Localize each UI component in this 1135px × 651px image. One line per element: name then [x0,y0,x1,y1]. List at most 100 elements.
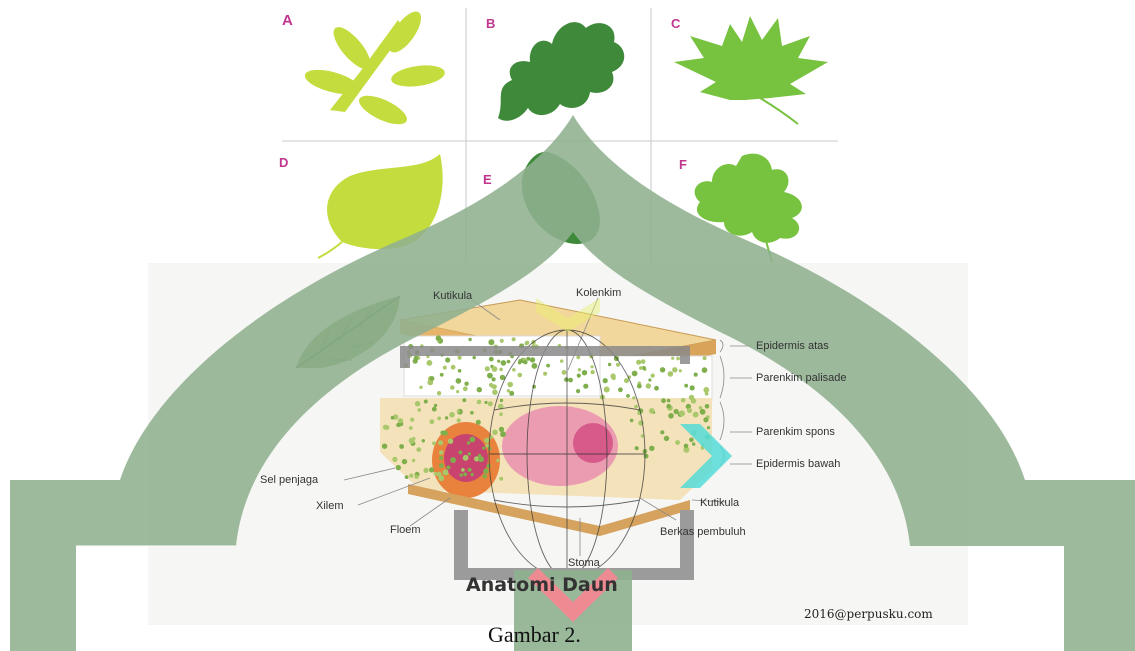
cell-dot [671,357,674,360]
cell-dot [429,467,434,472]
cell-dot [437,391,441,395]
cell-dot [409,474,413,478]
cell-dot [477,400,482,405]
cell-dot [518,373,523,378]
cell-dot [679,369,682,372]
cell-dot [483,468,488,473]
cell-dot [391,416,395,420]
cell-dot [462,398,466,402]
label-kolenkim: Kolenkim [576,287,621,299]
leaf-letter-c: C [671,16,680,31]
cell-dot [427,360,433,366]
cell-dot [409,438,415,444]
label-kutikula-top: Kutikula [433,290,472,302]
cell-dot [603,378,608,383]
label-parenkim-palisade: Parenkim palisade [756,372,847,384]
cell-dot [649,408,655,414]
cell-dot [705,404,710,409]
cell-dot [424,400,428,404]
cell-dot [651,374,655,378]
cell-dot [646,383,651,388]
cell-dot [399,444,404,449]
cell-dot [436,335,442,341]
cell-dot [660,367,665,372]
cell-dot [518,361,521,364]
cell-dot [496,459,499,462]
cell-dot [532,363,538,369]
cell-dot [467,441,470,444]
cell-dot [691,398,696,403]
cell-dot [687,408,692,413]
cell-dot [482,447,485,450]
cell-dot [488,401,493,406]
copyright-text: 2016@perpusku.com [804,607,933,621]
label-kutikula-bottom: Kutikula [700,497,739,509]
cell-dot [499,427,504,432]
cell-dot [632,396,635,399]
cell-dot [692,442,695,445]
label-stoma: Stoma [568,557,600,569]
cell-dot [468,452,471,455]
cell-dot [416,447,421,452]
cell-dot [476,420,481,425]
cell-dot [699,406,703,410]
cell-dot [499,368,503,372]
cell-dot [392,457,397,462]
grey-bracket-right [680,510,694,580]
cell-dot [445,357,450,362]
cell-dot [693,412,699,418]
cell-dot [422,439,425,442]
cell-dot [634,405,638,409]
cell-dot [456,390,459,393]
cell-dot [471,473,474,476]
cell-dot [703,417,708,422]
cell-dot [637,384,642,389]
cell-dot [664,436,669,441]
cell-dot [578,368,581,371]
cell-dot [674,409,679,414]
cell-dot [448,439,453,444]
leaf-a-image [302,7,446,130]
cell-dot [488,447,492,451]
cell-dot [473,356,476,359]
cell-dot [456,378,462,384]
label-xilem: Xilem [316,500,344,512]
cell-dot [414,475,418,479]
cell-dot [437,472,442,477]
cell-dot [618,387,623,392]
cell-dot [450,385,455,390]
cell-dot [705,392,709,396]
cell-dot [429,419,434,424]
cell-dot [676,357,680,361]
label-sel-penjaga: Sel penjaga [260,474,318,486]
cell-dot [507,389,510,392]
cell-dot [432,407,437,412]
cell-dot [604,387,610,393]
cell-dot [415,401,420,406]
cell-dot [446,466,450,470]
cell-dot [667,399,671,403]
leaf-c-image [674,16,828,100]
cell-dot [500,399,503,402]
cell-dot [689,438,694,443]
cell-dot [610,373,615,378]
cell-dot [484,401,487,404]
cell-dot [564,377,569,382]
label-epidermis-atas: Epidermis atas [756,340,829,352]
cell-dot [488,339,494,345]
cell-dot [530,357,535,362]
cell-dot [630,419,634,423]
cell-dot [649,446,654,451]
cell-dot [526,357,530,361]
cell-dot [487,464,491,468]
cell-dot [414,356,418,360]
cell-dot [419,386,422,389]
cell-dot [500,431,506,437]
cell-dot [703,356,707,360]
cell-dot [402,459,407,464]
cell-dot [383,425,388,430]
cell-dot [641,359,646,364]
cell-dot [616,363,620,367]
cell-dot [430,376,435,381]
cell-dot [512,368,516,372]
